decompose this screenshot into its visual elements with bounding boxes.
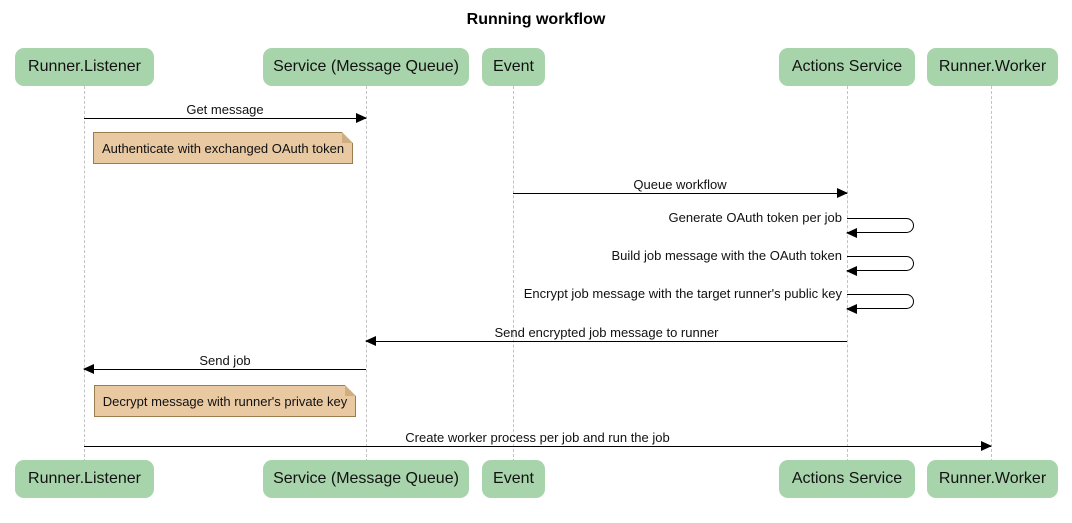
message-line-get-message — [84, 112, 367, 123]
message-label-send-encrypted-job-message: Send encrypted job message to runner — [494, 325, 719, 340]
participant-service-message-queue-bottom: Service (Message Queue) — [263, 460, 469, 498]
message-line-queue-workflow — [513, 187, 848, 198]
arrowhead-right-icon — [837, 187, 848, 198]
participant-label: Event — [493, 58, 534, 75]
participant-label: Runner.Listener — [28, 58, 141, 75]
diagram-title: Running workflow — [466, 11, 606, 28]
participant-runner-listener-top: Runner.Listener — [15, 48, 154, 86]
lifeline-runner-worker — [991, 86, 992, 462]
arrowhead-left-icon — [846, 266, 857, 277]
arrowhead-left-icon — [846, 228, 857, 239]
participant-runner-worker-bottom: Runner.Worker — [927, 460, 1058, 498]
participant-label: Event — [493, 470, 534, 487]
participant-label: Actions Service — [791, 470, 903, 487]
participant-label: Runner.Worker — [938, 58, 1047, 75]
message-line-send-job — [83, 363, 366, 374]
participant-service-message-queue-top: Service (Message Queue) — [263, 48, 469, 86]
message-label-generate-oauth-token: Generate OAuth token per job — [668, 210, 842, 225]
participant-runner-listener-bottom: Runner.Listener — [15, 460, 154, 498]
message-label-queue-workflow: Queue workflow — [633, 177, 727, 192]
participant-actions-service-top: Actions Service — [779, 48, 915, 86]
note-authenticate: Authenticate with exchanged OAuth token — [93, 131, 354, 164]
lifeline-service-message-queue — [366, 86, 367, 462]
participant-runner-worker-top: Runner.Worker — [927, 48, 1058, 86]
participant-actions-service-bottom: Actions Service — [779, 460, 915, 498]
arrowhead-left-icon — [365, 335, 376, 346]
message-label-get-message: Get message — [186, 102, 264, 117]
message-label-create-worker-process: Create worker process per job and run th… — [405, 430, 670, 445]
participant-label: Service (Message Queue) — [273, 58, 459, 75]
arrowhead-left-icon — [846, 304, 857, 315]
note-label: Authenticate with exchanged OAuth token — [101, 140, 345, 156]
message-label-encrypt-job-message: Encrypt job message with the target runn… — [523, 286, 842, 301]
self-loop-build-job-message — [846, 256, 914, 277]
self-loop-generate-oauth-token — [846, 218, 914, 239]
arrowhead-right-icon — [356, 112, 367, 123]
participant-label: Runner.Listener — [28, 470, 141, 487]
participant-label: Actions Service — [791, 58, 903, 75]
self-loop-encrypt-job-message — [846, 294, 914, 315]
message-line-create-worker-process — [84, 440, 992, 451]
message-label-build-job-message: Build job message with the OAuth token — [611, 248, 842, 263]
participant-label: Runner.Worker — [938, 470, 1047, 487]
note-decrypt: Decrypt message with runner's private ke… — [94, 384, 357, 417]
arrowhead-left-icon — [83, 363, 94, 374]
arrowhead-right-icon — [981, 440, 992, 451]
message-line-send-encrypted-job-message — [365, 335, 847, 346]
message-label-send-job: Send job — [199, 353, 251, 368]
note-label: Decrypt message with runner's private ke… — [102, 393, 348, 409]
participant-label: Service (Message Queue) — [273, 470, 459, 487]
participant-event-top: Event — [482, 48, 545, 86]
lifeline-runner-listener — [84, 86, 85, 462]
lifeline-event — [513, 86, 514, 462]
participant-event-bottom: Event — [482, 460, 545, 498]
